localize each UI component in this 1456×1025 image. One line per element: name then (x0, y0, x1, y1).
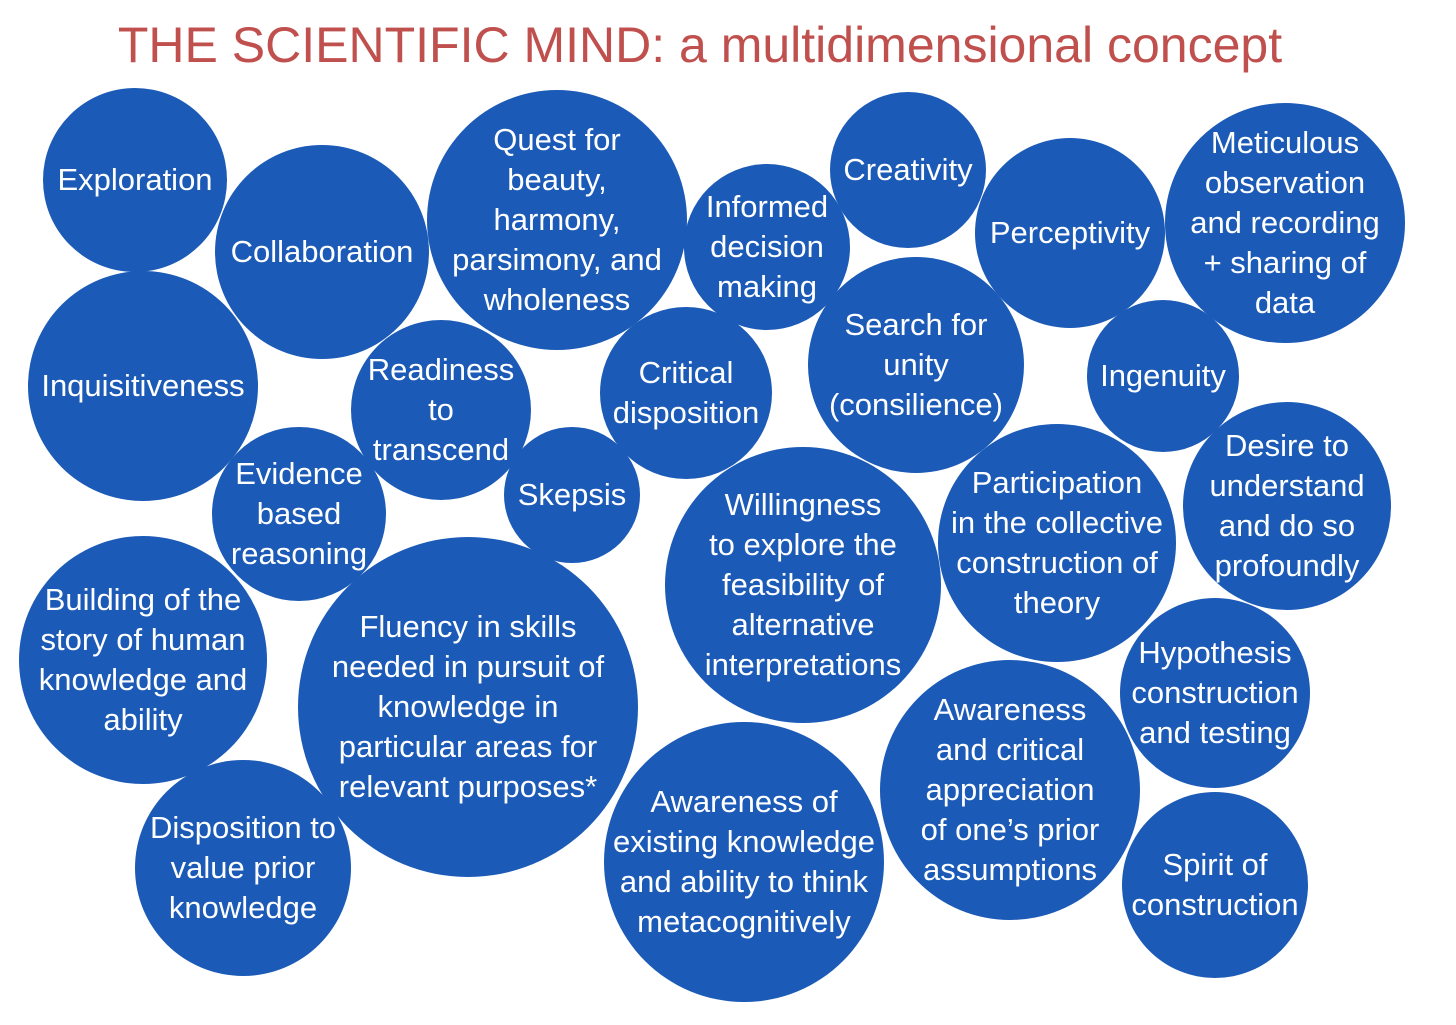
bubble-label: Hypothesis construction and testing (1131, 635, 1299, 750)
bubble-label: Desire to understand and do so profoundl… (1209, 428, 1365, 583)
bubble-label: Search for unity (consilience) (828, 307, 1003, 422)
bubble-label: Awareness and critical appreciation of o… (920, 692, 1100, 887)
bubble-label: Meticulous observation and recording + s… (1190, 125, 1380, 320)
bubble-participation-collective: Participation in the collective construc… (938, 424, 1176, 662)
bubble-search-for-unity: Search for unity (consilience) (808, 257, 1024, 473)
bubble-meticulous-observation: Meticulous observation and recording + s… (1165, 103, 1405, 343)
diagram-title: THE SCIENTIFIC MIND: a multidimensional … (117, 17, 1283, 73)
bubble-fluency-in-skills: Fluency in skills needed in pursuit of k… (298, 537, 638, 877)
bubble-label: Readiness to transcend (367, 352, 515, 467)
bubble-spirit-of-construction: Spirit of construction (1122, 792, 1308, 978)
bubble-exploration: Exploration (43, 88, 227, 272)
bubble-label: Skepsis (517, 477, 627, 512)
bubble-label: Fluency in skills needed in pursuit of k… (331, 609, 605, 804)
bubble-label: Participation in the collective construc… (951, 465, 1163, 620)
bubble-label: Inquisitiveness (41, 368, 245, 403)
bubble-label: Exploration (57, 162, 213, 197)
bubble-label: Awareness of existing knowledge and abil… (613, 784, 875, 939)
bubble-label: Evidence based reasoning (230, 456, 368, 571)
bubble-awareness-existing-knowledge: Awareness of existing knowledge and abil… (604, 722, 884, 1002)
bubble-label: Ingenuity (1100, 358, 1226, 393)
bubble-label: Quest for beauty, harmony, parsimony, an… (452, 122, 662, 317)
bubble-desire-to-understand: Desire to understand and do so profoundl… (1183, 402, 1391, 610)
bubble-awareness-prior-assumptions: Awareness and critical appreciation of o… (880, 660, 1140, 920)
bubble-disposition-prior-knowledge: Disposition to value prior knowledge (135, 760, 351, 976)
bubble-quest-for-beauty: Quest for beauty, harmony, parsimony, an… (427, 90, 687, 350)
bubble-label: Disposition to value prior knowledge (149, 810, 337, 925)
bubble-creativity: Creativity (830, 92, 986, 248)
bubble-skepsis: Skepsis (504, 427, 640, 563)
bubble-label: Creativity (843, 152, 973, 187)
bubble-perceptivity: Perceptivity (975, 138, 1165, 328)
bubble-label: Critical disposition (612, 355, 760, 430)
bubble-label: Informed decision making (705, 189, 829, 304)
bubble-label: Perceptivity (989, 215, 1151, 250)
bubble-label: Collaboration (230, 234, 414, 269)
bubble-label: Willingness to explore the feasibility o… (704, 487, 902, 682)
bubble-label: Spirit of construction (1131, 847, 1299, 922)
bubble-building-of-story: Building of the story of human knowledge… (19, 536, 267, 784)
bubble-hypothesis-construction: Hypothesis construction and testing (1120, 598, 1310, 788)
bubble-label: Building of the story of human knowledge… (38, 582, 248, 737)
bubble-readiness-to-transcend: Readiness to transcend (351, 320, 531, 500)
bubble-willingness-to-explore: Willingness to explore the feasibility o… (665, 447, 941, 723)
bubble-collaboration: Collaboration (215, 145, 429, 359)
bubble-inquisitiveness: Inquisitiveness (28, 271, 258, 501)
